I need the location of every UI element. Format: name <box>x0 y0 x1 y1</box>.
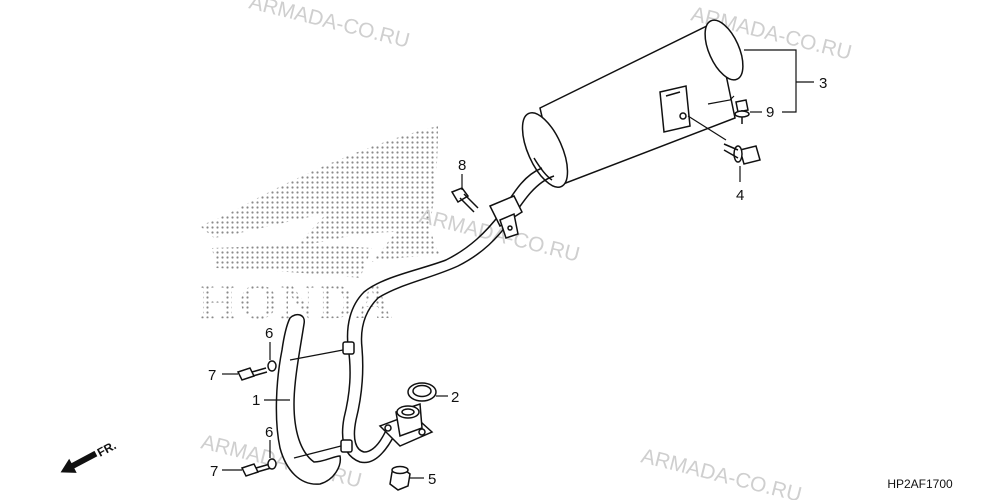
callout-labels: 1 2 3 4 5 6 6 7 7 8 9 <box>208 75 827 488</box>
pipe-band <box>488 195 523 239</box>
cap-nut <box>389 465 411 491</box>
callout-7-lower: 7 <box>210 463 218 480</box>
bolt-lower <box>240 458 277 477</box>
bolt-4 <box>723 143 761 165</box>
watermark: ARMADA-CO.RU <box>247 0 412 53</box>
mount-leaders <box>289 349 344 459</box>
callout-3: 3 <box>819 75 827 92</box>
callout-4: 4 <box>736 187 744 204</box>
bolt-9 <box>734 99 750 124</box>
callout-1: 1 <box>252 392 260 409</box>
exhaust-flange <box>378 402 434 447</box>
callout-5: 5 <box>428 471 436 488</box>
pipe-mounts <box>340 341 355 453</box>
bolt-upper <box>236 360 277 381</box>
leader-lines <box>222 49 814 479</box>
gasket-ring <box>407 382 437 402</box>
callout-9: 9 <box>766 104 774 121</box>
front-direction-arrow: FR. <box>60 438 119 473</box>
callout-7-upper: 7 <box>208 367 216 384</box>
diagram-code: HP2AF1700 <box>887 477 953 491</box>
callout-6-upper: 6 <box>265 325 273 342</box>
muffler <box>521 19 744 188</box>
callout-6-lower: 6 <box>265 424 273 441</box>
callout-8: 8 <box>458 157 466 174</box>
honda-wing-logo <box>200 126 440 278</box>
front-direction-label: FR. <box>95 438 119 459</box>
watermark: ARMADA-CO.RU <box>639 445 804 500</box>
bolt-8 <box>450 187 479 213</box>
callout-2: 2 <box>451 389 459 406</box>
heat-protector <box>275 313 342 485</box>
